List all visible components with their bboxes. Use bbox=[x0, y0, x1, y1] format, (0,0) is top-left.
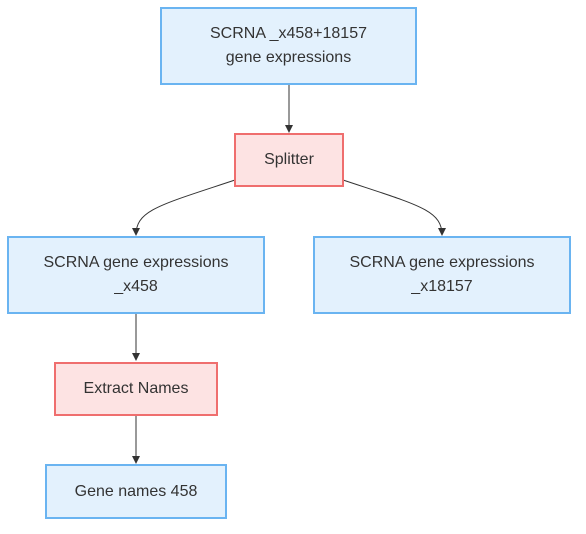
node-splitter: Splitter bbox=[234, 133, 344, 187]
node-input-gene-expressions: SCRNA _x458+18157 gene expressions bbox=[160, 7, 417, 85]
edge-splitter-to-x18157 bbox=[342, 179, 446, 236]
node-extract-names: Extract Names bbox=[54, 362, 218, 416]
node-label: SCRNA gene expressions _x18157 bbox=[349, 254, 535, 295]
node-gene-names-458: Gene names 458 bbox=[45, 464, 227, 519]
node-label: SCRNA _x458+18157 gene expressions bbox=[210, 25, 367, 66]
node-label: Gene names 458 bbox=[74, 482, 198, 500]
edge-splitter-to-x458 bbox=[132, 179, 236, 236]
node-label: Splitter bbox=[264, 151, 314, 168]
node-gene-expressions-x458: SCRNA gene expressions _x458 bbox=[7, 236, 265, 314]
node-gene-expressions-x18157: SCRNA gene expressions _x18157 bbox=[313, 236, 571, 314]
node-label: SCRNA gene expressions _x458 bbox=[43, 254, 229, 295]
node-label: Extract Names bbox=[83, 380, 189, 397]
